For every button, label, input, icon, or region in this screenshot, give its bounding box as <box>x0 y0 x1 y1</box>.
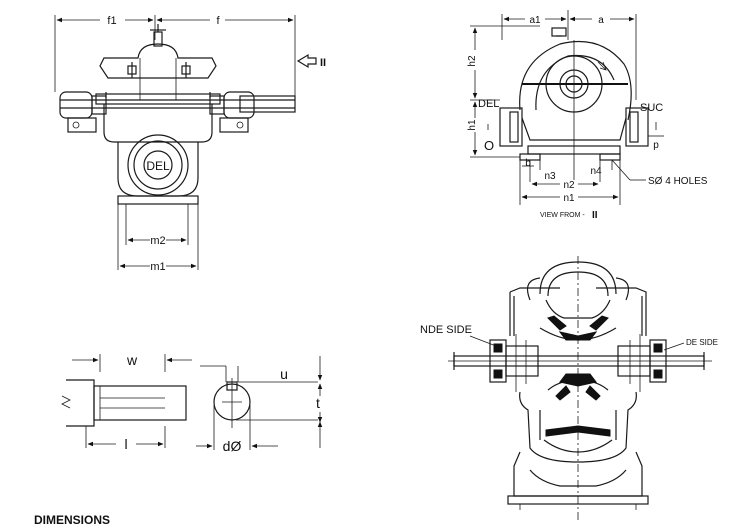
dimension-n3: n3 <box>544 171 556 182</box>
dim-f-label: f <box>216 15 220 27</box>
view-marker-label: II <box>320 57 326 69</box>
section-view: NDE SIDE DE SIDE <box>420 256 718 522</box>
front-view: f1 f <box>54 15 326 273</box>
dim-f1-label: f1 <box>107 15 116 27</box>
dim-n4-label: n4 <box>590 166 602 177</box>
dimension-d: dØ <box>196 438 278 454</box>
dimensions-heading: DIMENSIONS <box>34 513 110 526</box>
dim-m1-label: m1 <box>150 261 165 273</box>
dimension-t: t <box>316 383 323 448</box>
de-side-label: DE SIDE <box>686 338 718 347</box>
view-arrow-icon: II <box>296 53 326 69</box>
dimension-m2: m2 <box>127 235 187 247</box>
dimension-m1: m1 <box>119 261 197 273</box>
dim-h2-label: h2 <box>467 55 478 67</box>
dim-n3-label: n3 <box>544 171 556 182</box>
dimension-f1: f1 <box>56 15 154 27</box>
dimension-n1: n1 <box>521 193 619 204</box>
dimension-b: b <box>522 158 534 169</box>
del-label: DEL <box>478 98 499 110</box>
dim-n2-label: n2 <box>563 180 575 191</box>
dimension-h2: h2 <box>467 27 478 99</box>
view-from-marker: II <box>592 210 598 221</box>
dim-p-label: p <box>653 140 659 151</box>
dimension-a: a <box>569 15 635 26</box>
dim-n1-label: n1 <box>563 193 575 204</box>
nde-side-label: NDE SIDE <box>420 324 472 336</box>
dimension-l: l <box>87 436 164 452</box>
dim-w-label: w <box>126 352 138 368</box>
dimension-u: u <box>200 356 323 382</box>
dimension-n2: n2 <box>531 180 599 191</box>
dim-a1-label: a1 <box>529 15 541 26</box>
dim-m2-label: m2 <box>150 235 165 247</box>
dimension-a1: a1 <box>503 15 567 26</box>
shaft-detail: w l u <box>61 352 323 454</box>
dim-a-label: a <box>598 15 604 26</box>
dimension-n4: n4 <box>590 166 602 177</box>
dim-l-label: l <box>124 436 127 452</box>
suc-label: SUC <box>640 102 663 114</box>
holes-label: SØ 4 HOLES <box>648 176 708 187</box>
dim-u-label: u <box>280 366 288 382</box>
del-flange-label: DEL <box>146 159 170 173</box>
dim-d-label: dØ <box>223 438 242 454</box>
dimension-f: f <box>156 15 294 27</box>
o-label: O <box>484 138 494 153</box>
view-from-label: VIEW FROM - <box>540 212 585 219</box>
dimension-w: w <box>72 352 192 368</box>
dim-t-label: t <box>316 395 320 411</box>
side-view: a1 a h2 h1 <box>467 10 708 221</box>
dim-b-label: b <box>525 158 531 169</box>
dimension-h1: h1 <box>467 101 478 156</box>
dim-h1-label: h1 <box>467 119 478 131</box>
